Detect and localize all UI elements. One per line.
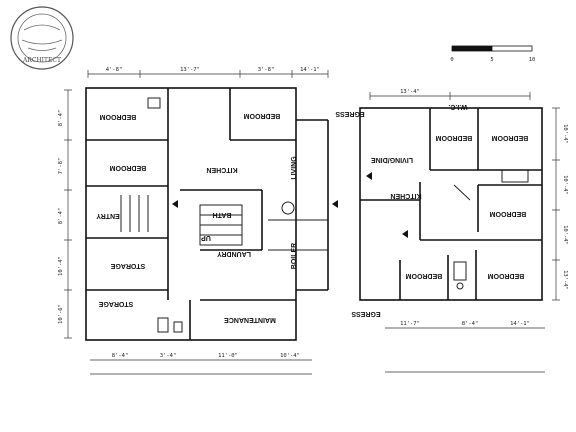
label-living-left: LIVING <box>291 156 298 180</box>
dim-bottom-5: 8'-4" <box>462 321 479 327</box>
label-storage-mid: STORAGE <box>110 262 145 269</box>
dim-right-2: 10'-4" <box>562 225 568 245</box>
dim-top-2: 3'-8" <box>258 67 275 73</box>
label-entry-left: ENTRY <box>96 212 120 219</box>
label-up-stair: UP <box>201 234 211 241</box>
label-bedroom-r4: BEDROOM <box>406 272 443 279</box>
label-laundry: LAUNDRY <box>217 250 251 257</box>
dim-left-2: 8'-4" <box>58 208 64 225</box>
label-kitchen-left: KITCHEN <box>206 166 237 173</box>
scale-tick-10: 10 <box>529 57 536 63</box>
walls-right-block <box>359 107 543 301</box>
fixtures <box>147 97 529 333</box>
dim-left-4: 10'-6" <box>58 304 64 324</box>
label-bedroom-r1: BEDROOM <box>436 134 473 141</box>
label-boiler: BOILER <box>291 243 298 269</box>
scale-tick-5: 5 <box>490 57 493 63</box>
stamp-text: ARCHITECT <box>22 57 61 64</box>
label-egress-top: EGRESS <box>335 110 365 117</box>
dim-left-1: 7'-8" <box>58 158 64 175</box>
dim-bottom-1: 3'-4" <box>160 353 177 359</box>
walls-left-block <box>85 87 329 341</box>
dim-bottom-2: 11'-0" <box>218 353 238 359</box>
dim-right-3: 13'-4" <box>562 270 568 290</box>
dim-top-0: 4'-8" <box>106 67 123 73</box>
label-bedroom-top-left: BEDROOM <box>100 113 137 120</box>
dim-right-0: 10'-4" <box>562 124 568 144</box>
label-walk-in: W.I.C. <box>448 103 467 110</box>
dim-top-1: 13'-7" <box>180 67 200 73</box>
dim-bottom-6: 14'-1" <box>510 321 530 327</box>
label-bedroom-r5: BEDROOM <box>488 272 525 279</box>
dim-bottom-3: 10'-4" <box>280 353 300 359</box>
scale-tick-0: 0 <box>450 57 453 63</box>
dim-left-3: 10'-4" <box>58 256 64 276</box>
label-maintenance: MAINTENANCE <box>224 316 276 323</box>
dim-right-1: 10'-4" <box>562 175 568 195</box>
dimension-lines: 4'-8" 13'-7" 3'-8" 14'-1" 13'-4" 8'-4" 7… <box>58 67 568 375</box>
room-labels: BEDROOM BEDROOM BEDROOM KITCHEN LIVING B… <box>96 103 528 323</box>
scale-bar: 0 5 10 <box>450 45 536 63</box>
label-egress-bottom: EGRESS <box>351 310 381 317</box>
door-markers <box>172 172 408 238</box>
dim-bottom-4: 11'-7" <box>400 321 420 327</box>
label-bedroom-left: BEDROOM <box>110 164 147 171</box>
label-storage-bottom: STORAGE <box>98 300 133 307</box>
label-kitchen-right: KITCHEN <box>390 192 421 199</box>
dim-top-4: 13'-4" <box>400 89 420 95</box>
label-bedroom-upper-mid: BEDROOM <box>244 112 281 119</box>
label-living-dining: LIVING/DINE <box>371 156 413 163</box>
label-bath-left: BATH <box>213 211 232 218</box>
dim-left-0: 8'-4" <box>58 110 64 127</box>
dim-top-3: 14'-1" <box>300 67 320 73</box>
architect-stamp: ARCHITECT <box>10 6 74 70</box>
label-bedroom-r3: BEDROOM <box>490 210 527 217</box>
label-bedroom-r2: BEDROOM <box>492 134 529 141</box>
stair <box>120 195 243 246</box>
dim-bottom-0: 8'-4" <box>112 353 129 359</box>
